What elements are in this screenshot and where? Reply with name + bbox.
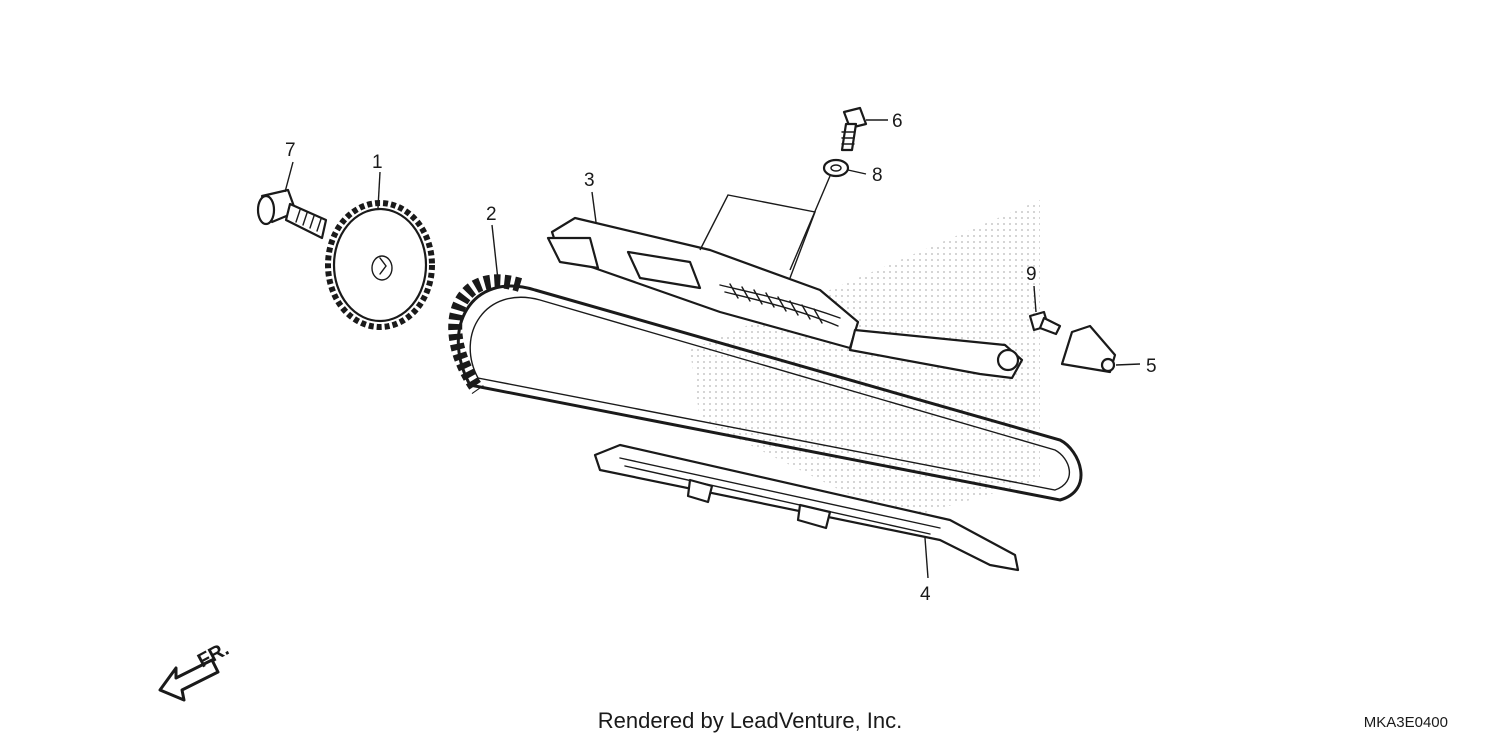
sprocket-1[interactable]	[325, 200, 435, 330]
bolt-7[interactable]	[256, 188, 328, 240]
callout-6: 6	[892, 111, 903, 132]
callout-7: 7	[285, 140, 296, 161]
front-direction-arrow-icon: FR.	[158, 638, 233, 702]
stopper-5[interactable]	[1060, 324, 1117, 374]
bolt-9[interactable]	[1028, 310, 1062, 336]
tensioner-arm-3[interactable]	[546, 216, 1024, 380]
callout-9: 9	[1026, 264, 1037, 285]
callout-1: 1	[372, 152, 383, 173]
callout-3: 3	[584, 170, 595, 191]
callout-5: 5	[1146, 356, 1157, 377]
washer-8[interactable]	[822, 158, 850, 178]
leader-lines	[284, 119, 1141, 579]
diagram-code: MKA3E0400	[1363, 714, 1448, 731]
chain-guide-4[interactable]	[593, 443, 1020, 572]
cam-chain-2[interactable]	[448, 274, 1083, 502]
callout-4: 4	[920, 584, 931, 605]
bolt-6[interactable]	[840, 106, 868, 152]
callout-8: 8	[872, 165, 883, 186]
credit-text: Rendered by LeadVenture, Inc.	[597, 708, 903, 733]
callout-2: 2	[486, 204, 497, 225]
casing-shading	[690, 200, 1040, 520]
